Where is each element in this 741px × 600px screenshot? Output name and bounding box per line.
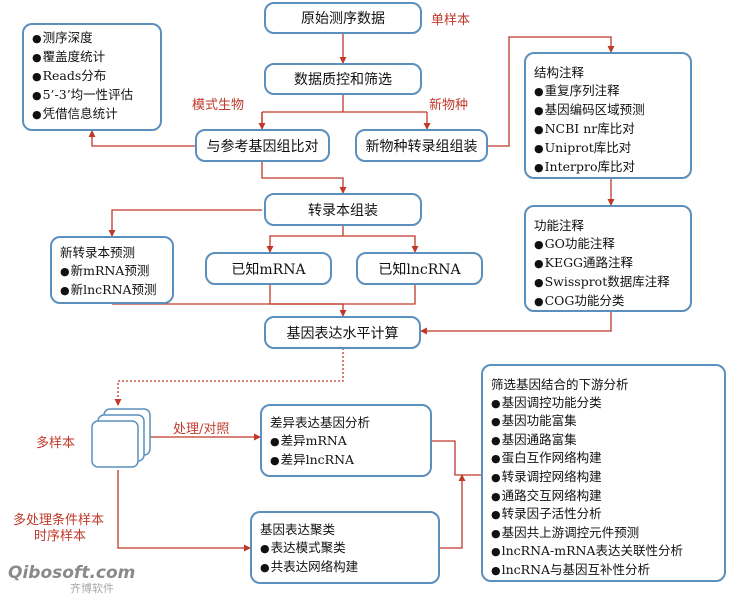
downstream-item: ●基因通路富集 — [491, 431, 577, 447]
qc-filter-node: 数据质控和筛选 — [264, 63, 422, 95]
function-annotation-item: ●KEGG通路注释 — [534, 255, 634, 270]
logo-brand-cn: 齐博软件 — [70, 582, 114, 595]
arrow-known-to-expr — [269, 284, 416, 316]
qc-stat-item: ●覆盖度统计 — [32, 49, 106, 64]
qc-stat-item: ●测序深度 — [32, 30, 93, 45]
denovo-assembly-node: 新物种转录组组装 — [355, 129, 488, 162]
arrow-align-to-stats — [88, 130, 195, 147]
diff-expression-title: 差异表达基因分析 — [270, 415, 371, 430]
arrow-denovo-to-struct — [488, 36, 615, 147]
multi-sample-stack-icon — [91, 408, 151, 468]
arrow-align-to-assembly — [261, 162, 347, 194]
downstream-item: ●lncRNA-mRNA表达关联性分析 — [491, 543, 683, 559]
logo-brand: Qibosoft.com — [8, 563, 136, 583]
function-annotation-title: 功能注释 — [534, 218, 585, 233]
function-annotation-item: ●GO功能注释 — [534, 236, 615, 251]
downstream-analysis-title: 筛选基因结合的下游分析 — [491, 377, 629, 392]
label-treatment-control: 处理/对照 — [173, 422, 230, 437]
structure-annotation-item: ●Interpro库比对 — [534, 159, 635, 174]
structure-annotation-item: ●NCBI nr库比对 — [534, 121, 635, 136]
diff-expression-item: ●差异lncRNA — [270, 452, 355, 467]
qc-stat-item: ●5’-3’均一性评估 — [32, 87, 134, 102]
known-mrna-node: 已知mRNA — [205, 252, 332, 285]
downstream-item: ●转录因子活性分析 — [491, 506, 602, 522]
transcript-assembly-node: 转录本组装 — [264, 193, 422, 226]
align-reference-node: 与参考基因组比对 — [195, 129, 330, 162]
known-lncrna-node: 已知lncRNA — [356, 252, 483, 285]
qc-stat-item: ●Reads分布 — [32, 68, 107, 83]
structure-annotation-title: 结构注释 — [534, 65, 585, 80]
downstream-item: ●基因共上游调控元件预测 — [491, 524, 640, 540]
qc-stats-box: ●测序深度 ●覆盖度统计 ●Reads分布 ●5’-3’均一性评估 ●凭借信息统… — [22, 23, 162, 131]
qibosoft-logo: Qibosoft.com 齐博软件 — [8, 563, 135, 596]
arrow-func-to-expr — [420, 312, 612, 335]
label-model-organism: 模式生物 — [192, 98, 245, 113]
label-multi-condition: 多处理条件样本 — [13, 513, 105, 528]
function-annotation-item: ●Swissprot数据库注释 — [534, 274, 670, 289]
expression-calc-node: 基因表达水平计算 — [264, 316, 421, 349]
clustering-box: 基因表达聚类 ●表达模式聚类 ●共表达网络构建 — [250, 511, 440, 584]
qc-stat-item: ●凭借信息统计 — [32, 106, 118, 121]
downstream-item: ●基因功能富集 — [491, 413, 577, 429]
label-time-series: 时序样本 — [34, 529, 87, 544]
new-transcript-title: 新转录本预测 — [60, 245, 136, 260]
downstream-analysis-box: 筛选基因结合的下游分析 ●基因调控功能分类 ●基因功能富集 ●基因通路富集 ●蛋… — [481, 364, 726, 582]
function-annotation-box: 功能注释 ●GO功能注释 ●KEGG通路注释 ●Swissprot数据库注释 ●… — [524, 205, 692, 312]
downstream-item: ●蛋白互作网络构建 — [491, 450, 602, 466]
arrow-expr-to-samples — [114, 348, 344, 406]
arrow-samples-to-cluster — [117, 470, 251, 552]
clustering-title: 基因表达聚类 — [260, 522, 336, 537]
clustering-item: ●表达模式聚类 — [260, 540, 346, 555]
function-annotation-item: ●COG功能分类 — [534, 293, 625, 308]
downstream-item: ●通路交互网络构建 — [491, 487, 602, 503]
structure-annotation-item: ●基因编码区域预测 — [534, 102, 645, 117]
arrow-to-downstream — [432, 440, 481, 549]
new-transcript-item: ●新lncRNA预测 — [60, 282, 157, 297]
label-new-species: 新物种 — [429, 98, 469, 113]
clustering-item: ●共表达网络构建 — [260, 559, 359, 574]
structure-annotation-box: 结构注释 ●重复序列注释 ●基因编码区域预测 ●NCBI nr库比对 ●Unip… — [524, 52, 692, 179]
arrow-qc-split — [261, 94, 427, 129]
diff-expression-item: ●差异mRNA — [270, 433, 347, 448]
downstream-item: ●转录调控网络构建 — [491, 468, 602, 484]
label-multi-sample: 多样本 — [36, 436, 76, 451]
new-transcript-box: 新转录本预测 ●新mRNA预测 ●新lncRNA预测 — [50, 236, 174, 304]
downstream-item: ●lncRNA与基因互补性分析 — [491, 561, 651, 577]
new-transcript-item: ●新mRNA预测 — [60, 263, 150, 278]
downstream-item: ●基因调控功能分类 — [491, 394, 602, 410]
label-single-sample: 单样本 — [431, 13, 471, 28]
diff-expression-box: 差异表达基因分析 ●差异mRNA ●差异lncRNA — [260, 404, 432, 477]
raw-data-node: 原始测序数据 — [264, 2, 422, 34]
structure-annotation-item: ●Uniprot库比对 — [534, 140, 632, 155]
structure-annotation-item: ●重复序列注释 — [534, 83, 620, 98]
